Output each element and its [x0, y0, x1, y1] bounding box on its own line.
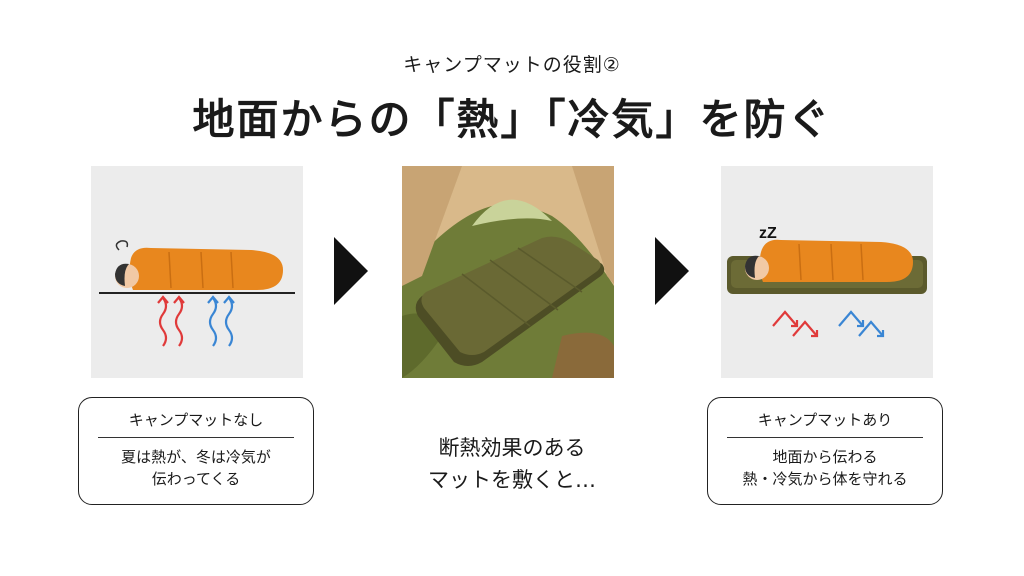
without-mat-description: 夏は熱が、冬は冷気が 伝わってくる — [79, 446, 313, 490]
arrow-right-icon — [334, 237, 368, 305]
illustration-mat-in-tent — [402, 166, 614, 378]
without-mat-line-1: 夏は熱が、冬は冷気が — [121, 448, 271, 466]
sleeping-bag — [759, 239, 913, 282]
middle-caption-line-2: マットを敷くと… — [428, 468, 596, 492]
blocked-cold-arrows — [838, 310, 885, 338]
dizzy-icon — [115, 240, 129, 251]
with-mat-description: 地面から伝わる 熱・冷気から体を守れる — [708, 446, 942, 490]
sleeping-bag — [129, 247, 283, 290]
with-mat-heading: キャンプマットあり — [757, 411, 893, 429]
cold-arrows — [207, 295, 235, 347]
with-mat-line-2: 熱・冷気から体を守れる — [742, 470, 908, 488]
without-mat-heading: キャンプマットなし — [128, 411, 264, 429]
without-mat-line-2: 伝わってくる — [151, 470, 241, 488]
with-mat-line-1: 地面から伝わる — [772, 448, 878, 466]
blocked-heat-arrows — [772, 310, 819, 338]
heat-arrows — [157, 295, 185, 347]
page-subtitle: キャンプマットの役割② — [403, 54, 621, 76]
sleep-icon: zZ — [759, 225, 777, 242]
with-mat-box: キャンプマットあり 地面から伝わる 熱・冷気から体を守れる — [707, 397, 943, 505]
middle-caption-line-1: 断熱効果のある — [438, 436, 586, 460]
arrow-right-icon — [655, 237, 689, 305]
tent-wall — [402, 166, 614, 286]
divider — [727, 437, 923, 438]
page-title: 地面からの「熱」「冷気」を防ぐ — [192, 95, 832, 144]
divider — [98, 437, 294, 438]
illustration-without-mat — [91, 166, 303, 378]
illustration-with-mat: zZ — [721, 166, 933, 378]
tent-window — [472, 199, 552, 226]
without-mat-box: キャンプマットなし 夏は熱が、冬は冷気が 伝わってくる — [78, 397, 314, 505]
middle-caption: 断熱効果のある マットを敷くと… — [352, 432, 672, 496]
